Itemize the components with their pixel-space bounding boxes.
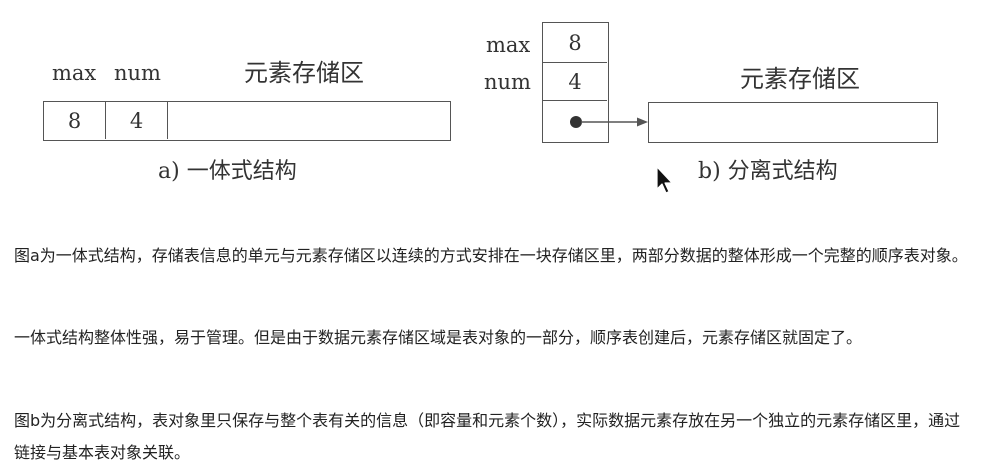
- paragraph-integrated-pros-cons: 一体式结构整体性强，易于管理。但是由于数据元素存储区域是表对象的一部分，顺序表创…: [14, 328, 863, 347]
- b-table-header: 8 4: [542, 22, 609, 143]
- a-max-cell: 8: [44, 102, 106, 139]
- pointer-link: [570, 116, 648, 128]
- a-caption: a) 一体式结构: [158, 159, 297, 184]
- mouse-cursor-icon: [656, 166, 673, 194]
- b-max-cell: 8: [543, 23, 607, 63]
- b-element-area-label: 元素存储区: [740, 65, 860, 93]
- b-num-cell: 4: [543, 63, 607, 101]
- a-num-cell: 4: [106, 102, 168, 139]
- a-integrated-table: 8 4: [43, 101, 451, 141]
- a-element-area-label: 元素存储区: [244, 59, 364, 87]
- a-max-label: max: [52, 61, 97, 85]
- link-arrow-head: [637, 117, 648, 127]
- b-max-label: max: [486, 33, 531, 57]
- structure-figure: max num 元素存储区 8 4 a) 一体式结构 max num 元素存储区…: [0, 0, 981, 205]
- b-num-label: num: [484, 70, 531, 94]
- paragraph-figure-b: 图b为分离式结构，表对象里只保存与整个表有关的信息（即容量和元素个数），实际数据…: [14, 411, 961, 462]
- paragraph-figure-a: 图a为一体式结构，存储表信息的单元与元素存储区以连续的方式安排在一块存储区里，两…: [14, 246, 968, 265]
- b-element-area-box: [648, 102, 938, 143]
- pointer-dot: [570, 116, 582, 128]
- b-caption: b) 分离式结构: [698, 159, 838, 184]
- a-num-label: num: [114, 61, 161, 85]
